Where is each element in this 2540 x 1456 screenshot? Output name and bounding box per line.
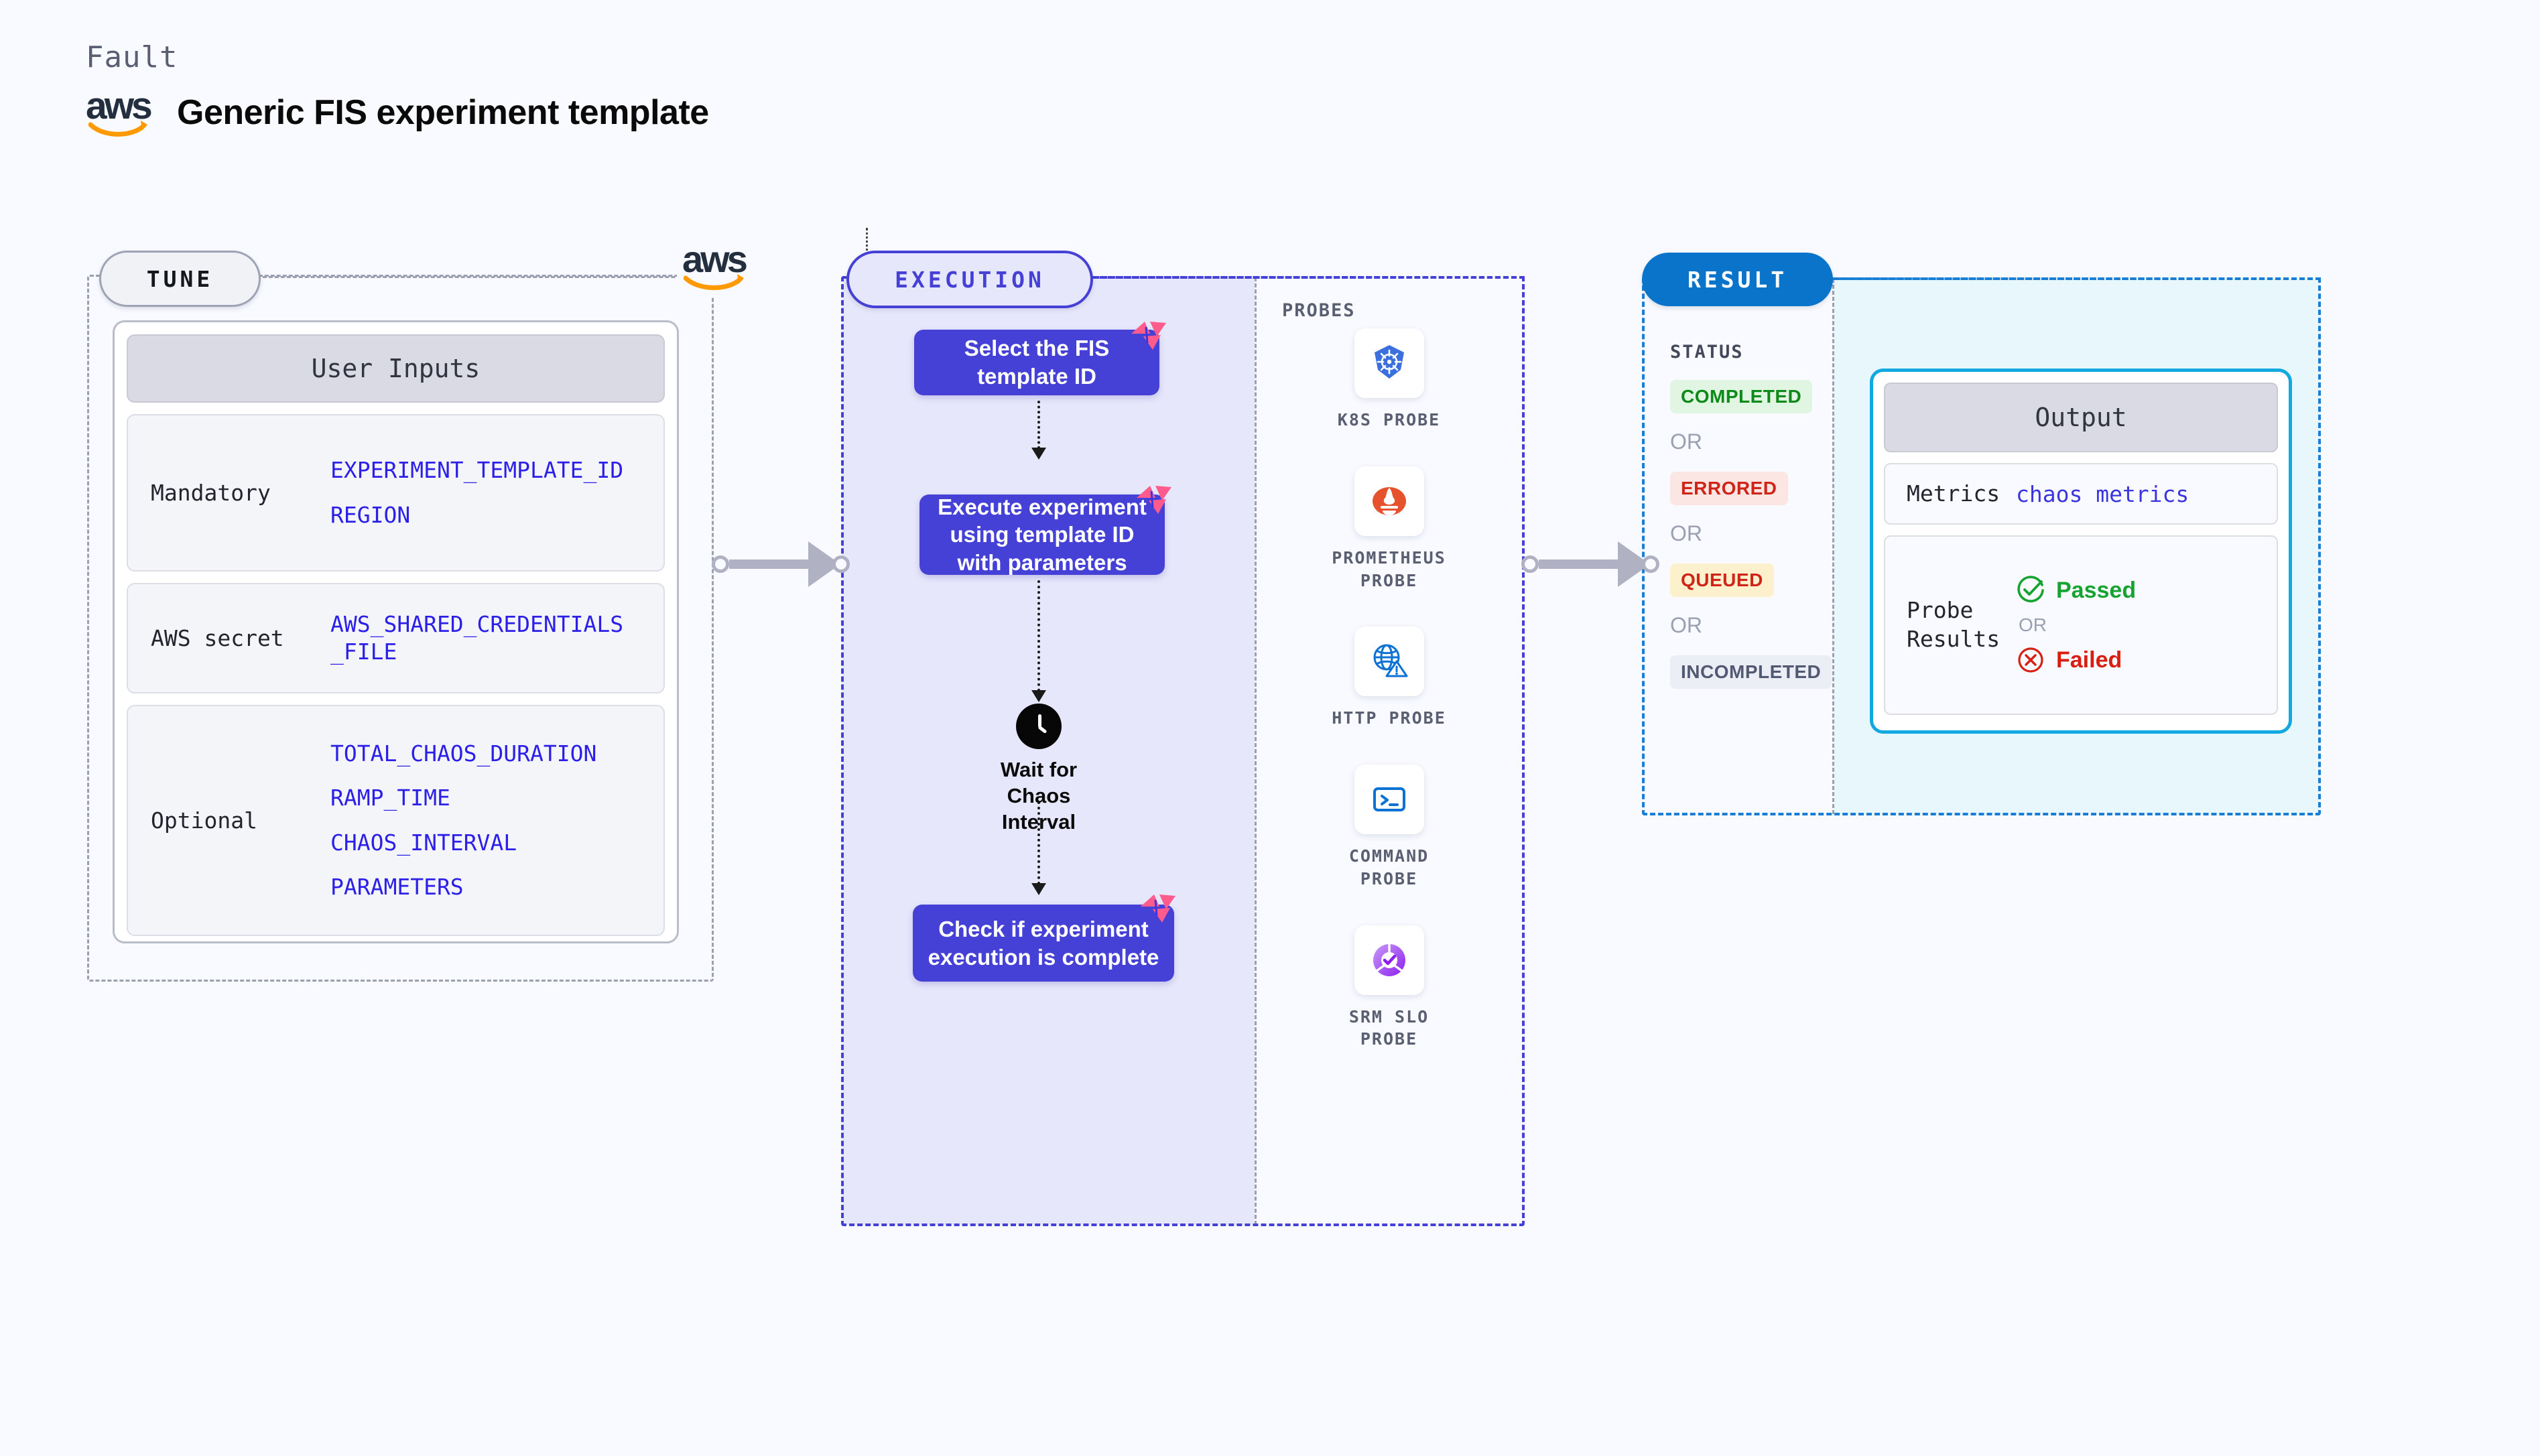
- probe-tile: [1354, 765, 1424, 834]
- probe-label: SRM SLO PROBE: [1348, 1006, 1430, 1049]
- prometheus-icon: [1372, 486, 1406, 515]
- metrics-label: Metrics: [1907, 480, 2001, 507]
- input-group-aws-secret: AWS secret AWS_SHARED_CREDENTIALS _FILE: [127, 583, 665, 693]
- or-label: OR: [2019, 614, 2047, 635]
- probes-list: K8S PROBE PROMETHEUS PROBE: [1255, 328, 1523, 1085]
- aws-smile-icon: [88, 121, 147, 137]
- or-label: OR: [1670, 521, 1702, 545]
- status-badge-errored: ERRORED: [1670, 472, 1788, 505]
- output-title: Output: [1884, 383, 2278, 452]
- eyebrow-label: Fault: [86, 40, 178, 74]
- srm-slo-icon: [1373, 943, 1405, 976]
- status-badge-completed: COMPLETED: [1670, 380, 1813, 413]
- connector-end-dot: [832, 555, 850, 573]
- probes-panel-background: [1255, 277, 1523, 1225]
- user-inputs-title: User Inputs: [127, 334, 665, 403]
- status-column: STATUS COMPLETED OR ERRORED OR QUEUED OR…: [1670, 342, 1834, 689]
- flow-arrow: [1031, 401, 1047, 460]
- or-label: OR: [1670, 429, 1702, 454]
- flow-step-execute-experiment[interactable]: Execute experiment using template ID wit…: [919, 494, 1165, 575]
- connector-execution-to-result: [1521, 541, 1659, 587]
- probes-title: PROBES: [1282, 300, 1356, 321]
- page-header: Fault aws Generic FIS experiment templat…: [86, 40, 709, 139]
- http-globe-icon: [1373, 644, 1407, 677]
- check-circle-icon: [2017, 576, 2044, 602]
- execution-panel-background: [842, 277, 1255, 1225]
- probe-label: PROMETHEUS PROBE: [1332, 547, 1446, 590]
- wait-label: Wait for Chaos Interval: [1000, 758, 1078, 834]
- variable-name: EXPERIMENT_TEMPLATE_ID: [330, 457, 624, 484]
- clock-icon: [1016, 704, 1062, 749]
- metrics-value: chaos metrics: [2016, 480, 2189, 507]
- kubernetes-icon: [1374, 345, 1404, 379]
- aws-logo-badge: aws: [677, 238, 754, 296]
- litmus-logo-icon: [1131, 322, 1166, 350]
- probe-item-k8s[interactable]: K8S PROBE: [1255, 328, 1523, 432]
- variable-name: REGION: [330, 501, 411, 528]
- status-badge-incompleted: INCOMPLETED: [1670, 655, 1832, 689]
- terminal-icon: [1373, 787, 1405, 811]
- variable-name: CHAOS_INTERVAL: [330, 829, 517, 856]
- probe-tile: [1354, 626, 1424, 697]
- output-card: Output Metrics chaos metrics Probe Resul…: [1870, 369, 2292, 734]
- execution-section-tag[interactable]: EXECUTION: [846, 251, 1093, 308]
- variable-name: PARAMETERS: [330, 873, 464, 900]
- passed-label: Passed: [2056, 577, 2137, 603]
- output-row-probe-results: Probe Results Passed OR Failed: [1884, 535, 2278, 715]
- variable-name: AWS_SHARED_CREDENTIALS _FILE: [330, 611, 624, 665]
- or-label: OR: [1670, 613, 1702, 637]
- flow-step-check-complete[interactable]: Check if experiment execution is complet…: [913, 905, 1174, 982]
- execution-tick-mark: [866, 228, 868, 256]
- flow-step-wait-chaos-interval: Wait for Chaos Interval: [999, 704, 1079, 835]
- probe-item-srm-slo[interactable]: SRM SLO PROBE: [1255, 925, 1523, 1051]
- result-section-tag[interactable]: RESULT: [1642, 253, 1833, 306]
- status-badge-queued: QUEUED: [1670, 564, 1774, 597]
- aws-smile-icon: [684, 274, 744, 290]
- tune-divider-line: [257, 276, 729, 278]
- failed-label: Failed: [2056, 647, 2122, 673]
- connector-tune-to-execution: [712, 541, 850, 587]
- input-group-label: Optional: [151, 807, 257, 834]
- user-inputs-card: User Inputs Mandatory EXPERIMENT_TEMPLAT…: [113, 320, 679, 943]
- input-group-mandatory: Mandatory EXPERIMENT_TEMPLATE_ID REGION: [127, 414, 665, 572]
- variable-name: RAMP_TIME: [330, 785, 450, 811]
- flow-step-select-template[interactable]: Select the FIS template ID: [914, 330, 1159, 395]
- litmus-logo-icon: [1137, 486, 1171, 514]
- aws-logo: aws: [86, 84, 161, 139]
- connector-start-dot: [712, 555, 729, 573]
- probe-result-failed: Failed: [2016, 645, 2136, 675]
- connector-bar: [729, 559, 808, 569]
- input-group-label: Mandatory: [151, 480, 271, 506]
- tune-section-frame: [87, 275, 714, 982]
- connector-bar: [1539, 559, 1618, 569]
- probe-item-http[interactable]: HTTP PROBE: [1255, 626, 1523, 730]
- probe-result-passed: Passed: [2016, 576, 2136, 605]
- probe-tile: [1354, 466, 1424, 536]
- status-title: STATUS: [1670, 342, 1744, 362]
- probe-results-label: Probe Results: [1907, 597, 2001, 652]
- litmus-logo-icon: [1141, 895, 1176, 923]
- flow-arrow: [1031, 801, 1047, 895]
- connector-end-dot: [1642, 555, 1659, 573]
- probe-label: COMMAND PROBE: [1348, 846, 1430, 888]
- probe-tile: [1354, 925, 1424, 995]
- tune-section-tag[interactable]: TUNE: [99, 251, 261, 307]
- flow-arrow: [1031, 580, 1047, 702]
- result-status-panel-background: [1643, 279, 1834, 814]
- x-circle-icon: [2018, 647, 2043, 673]
- output-row-metrics: Metrics chaos metrics: [1884, 463, 2278, 525]
- page-title: Generic FIS experiment template: [177, 93, 709, 132]
- probe-label: HTTP PROBE: [1332, 708, 1446, 728]
- probe-item-command[interactable]: COMMAND PROBE: [1255, 765, 1523, 890]
- execution-divider-line: [1086, 276, 1525, 279]
- probe-item-prometheus[interactable]: PROMETHEUS PROBE: [1255, 466, 1523, 592]
- input-group-optional: Optional TOTAL_CHAOS_DURATION RAMP_TIME …: [127, 705, 665, 936]
- probe-label: K8S PROBE: [1337, 410, 1441, 429]
- variable-name: TOTAL_CHAOS_DURATION: [330, 740, 597, 767]
- input-group-label: AWS secret: [151, 625, 284, 651]
- probe-tile: [1354, 328, 1424, 398]
- connector-start-dot: [1521, 555, 1539, 573]
- result-divider-line: [1832, 277, 2321, 280]
